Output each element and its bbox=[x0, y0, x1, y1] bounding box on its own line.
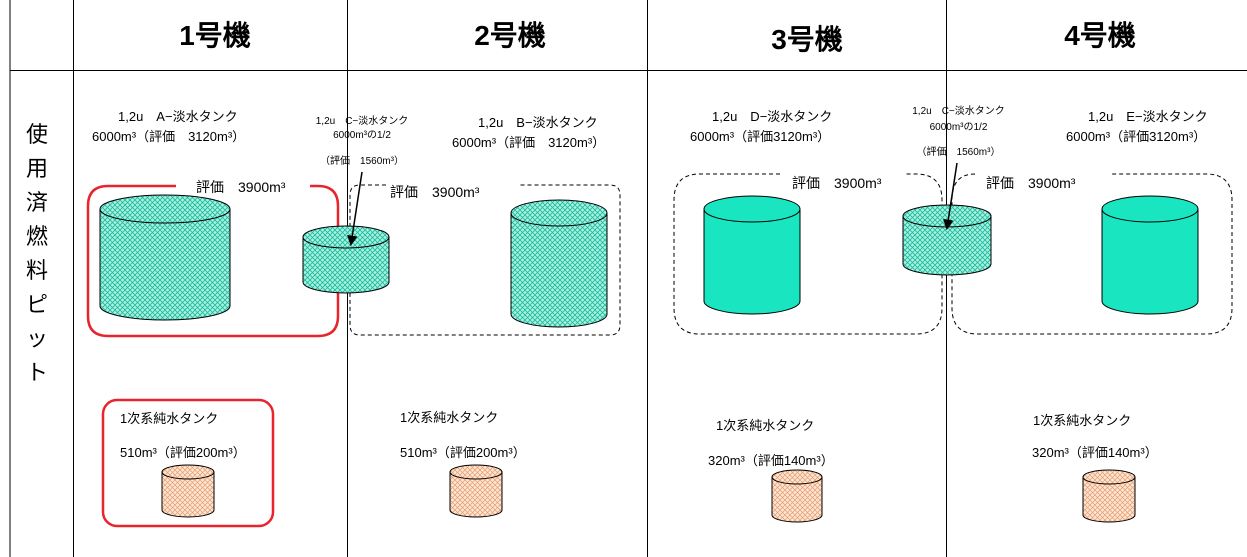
tank-c2-name: 1,2u C−淡水タンク bbox=[912, 106, 1005, 117]
tank-c-eval: （評価 1560m³） bbox=[320, 156, 404, 167]
eval-group-3-label: 評価 3900m³ bbox=[792, 175, 882, 191]
primary-tank-u3-cylinder bbox=[771, 469, 823, 523]
eval-group-4-label: 評価 3900m³ bbox=[986, 175, 1076, 191]
primary-tank-u3-name: 1次系純水タンク bbox=[716, 418, 815, 433]
eval-group-3-outline bbox=[673, 173, 943, 335]
tank-d-cylinder bbox=[703, 195, 801, 315]
primary-tank-u4-capacity: 320m³（評価140m³） bbox=[1032, 445, 1158, 460]
tank-e-name: 1,2u E−淡水タンク bbox=[1088, 109, 1208, 124]
primary-tank-u4-cylinder bbox=[1082, 469, 1136, 523]
tank-e-cylinder bbox=[1101, 195, 1199, 315]
arrow-c-unit12 bbox=[347, 171, 363, 247]
side-char: 使 bbox=[25, 122, 48, 147]
primary-tank-u3-capacity: 320m³（評価140m³） bbox=[708, 453, 834, 468]
primary-tank-u2-name: 1次系純水タンク bbox=[400, 410, 499, 425]
highlight-box-unit1-primary bbox=[101, 398, 275, 528]
side-char: 料 bbox=[25, 258, 48, 283]
primary-tank-u1-capacity: 510m³（評価200m³） bbox=[120, 445, 246, 460]
header-unit4: 4号機 bbox=[1064, 20, 1136, 51]
tank-c2-eval: （評価 1560m³） bbox=[916, 147, 1001, 158]
side-char: 用 bbox=[25, 156, 48, 181]
side-char: ト bbox=[25, 360, 48, 385]
primary-tank-u1-cylinder bbox=[161, 464, 215, 518]
side-label-spent-fuel-pit: 使 用 済 燃 料 ピ ッ ト bbox=[24, 124, 50, 396]
tank-a-capacity: 6000m³（評価 3120m³） bbox=[92, 129, 246, 144]
primary-tank-u2-cylinder bbox=[449, 464, 503, 518]
tank-b-name: 1,2u B−淡水タンク bbox=[478, 115, 598, 130]
tank-a-cylinder bbox=[99, 194, 231, 321]
tank-c-cylinder bbox=[302, 225, 390, 294]
tank-c-capacity: 6000m³の1/2 bbox=[333, 130, 391, 141]
table-grid bbox=[9, 0, 1247, 557]
tank-a-name: 1,2u A−淡水タンク bbox=[118, 109, 238, 124]
tank-d-capacity: 6000m³（評価3120m³） bbox=[690, 129, 831, 144]
tank-d-name: 1,2u D−淡水タンク bbox=[712, 109, 833, 124]
eval-group-2-label: 評価 3900m³ bbox=[390, 184, 480, 200]
tank-c2-cylinder bbox=[902, 204, 992, 276]
header-unit1: 1号機 bbox=[179, 20, 251, 51]
tank-b-cylinder bbox=[510, 199, 608, 328]
tank-c2-capacity: 6000m³の1/2 bbox=[929, 122, 988, 133]
arrow-c-unit34 bbox=[943, 162, 958, 231]
highlight-boxes bbox=[86, 184, 340, 528]
primary-tank-u4-name: 1次系純水タンク bbox=[1033, 413, 1132, 428]
eval-group-2-outline bbox=[349, 184, 621, 336]
primary-tank-u2-capacity: 510m³（評価200m³） bbox=[400, 445, 526, 460]
primary-tank-u1-name: 1次系純水タンク bbox=[120, 411, 219, 426]
header-unit2: 2号機 bbox=[474, 20, 546, 51]
highlight-box-unit1-freshwater bbox=[86, 184, 340, 338]
tank-c-name: 1,2u C−淡水タンク bbox=[315, 116, 409, 127]
side-char: 済 bbox=[25, 190, 48, 215]
eval-group-1-label: 評価 3900m³ bbox=[196, 179, 286, 195]
header-unit3: 3号機 bbox=[771, 24, 843, 55]
tank-b-capacity: 6000m³（評価 3120m³） bbox=[452, 135, 606, 150]
side-char: 燃 bbox=[25, 224, 48, 249]
side-char: ピ bbox=[25, 292, 48, 317]
tank-e-capacity: 6000m³（評価3120m³） bbox=[1066, 129, 1207, 144]
side-char: ッ bbox=[25, 326, 48, 351]
